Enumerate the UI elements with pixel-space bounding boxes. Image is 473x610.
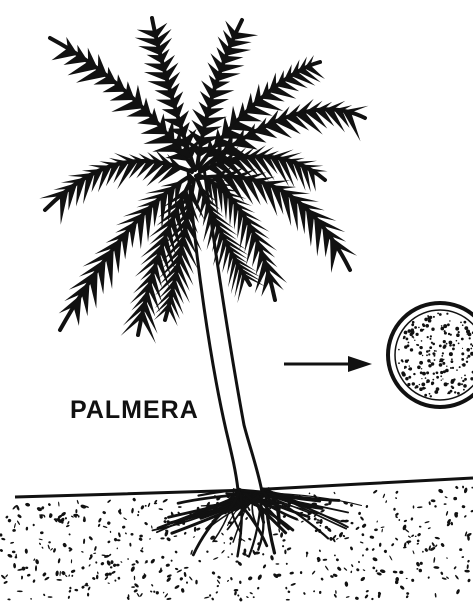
palm-roots	[153, 489, 362, 557]
coconut-cross-section	[388, 303, 473, 407]
palm-trunk	[188, 168, 286, 512]
palm-label: PALMERA	[70, 396, 199, 425]
arrow	[284, 356, 372, 372]
